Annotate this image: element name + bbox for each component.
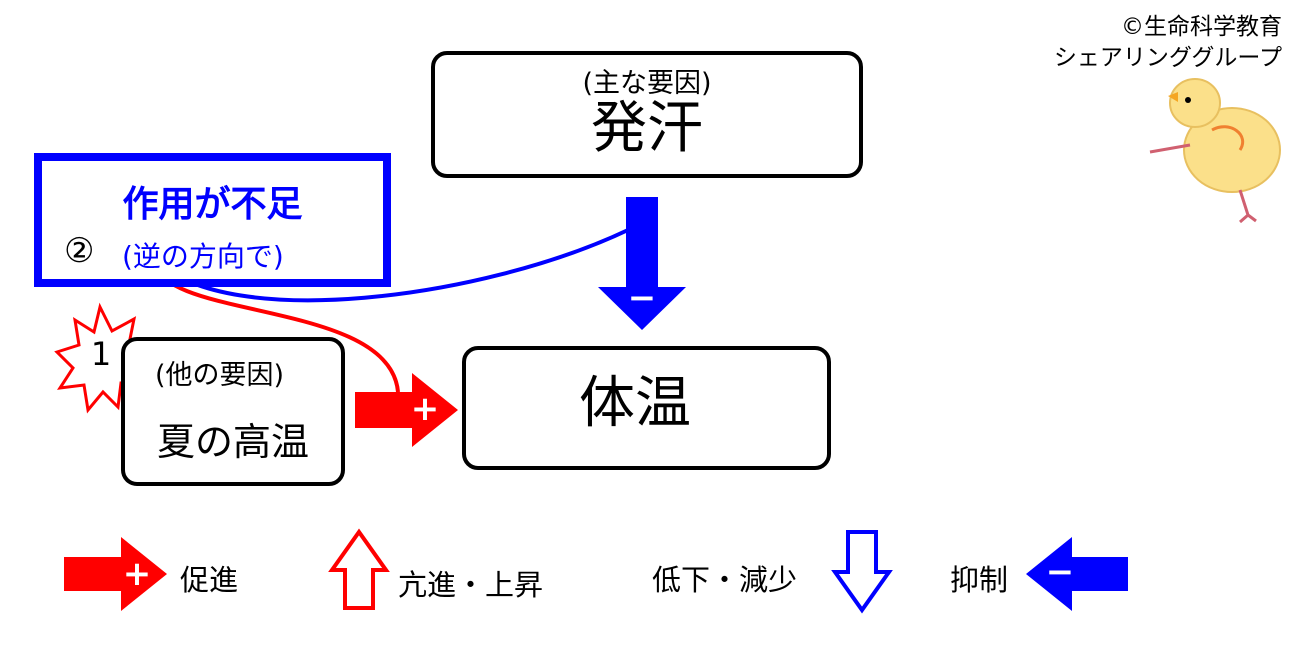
legend-increase-arrow (328, 528, 390, 610)
main-factor-caption: (主な要因) (582, 68, 712, 99)
insufficient-box: 作用が不足 ② (逆の方向で) (34, 153, 391, 287)
promote-arrow-main (355, 373, 458, 447)
promote-sign: + (410, 389, 440, 429)
legend-inhibit-label: 抑制 (950, 563, 1009, 597)
legend-decrease-arrow (831, 530, 893, 614)
inhibit-arrow-main (598, 197, 686, 330)
main-factor-box: (主な要因) 発汗 (431, 51, 863, 178)
credit: ©生命科学教育 シェアリンググループ (980, 12, 1282, 74)
legend-promote-label: 促進 (180, 563, 239, 597)
legend-decrease-label: 低下・減少 (652, 563, 798, 597)
legend-promote-arrow (64, 537, 167, 611)
chick-illustration (1149, 78, 1281, 224)
other-factor-caption: (他の要因) (155, 360, 285, 391)
starburst-number: 1 (90, 335, 112, 373)
body-temp-box: 体温 (462, 346, 831, 470)
legend-increase-label: 亢進・上昇 (398, 568, 544, 602)
insufficient-title: 作用が不足 (122, 184, 303, 225)
other-factor-label: 夏の高温 (156, 420, 309, 464)
credit-line-1: ©生命科学教育 (1121, 14, 1282, 40)
insufficient-number: ② (64, 231, 95, 271)
main-factor-label: 発汗 (591, 96, 703, 161)
legend-promote-sign: + (122, 554, 152, 594)
legend-inhibit-arrow (1026, 537, 1128, 611)
other-factor-box: (他の要因) 夏の高温 (121, 337, 345, 486)
credit-line-2: シェアリンググループ (1053, 45, 1282, 71)
legend-inhibit-sign: − (1045, 552, 1075, 592)
body-temp-label: 体温 (579, 371, 691, 436)
inhibit-sign: − (627, 278, 657, 318)
insufficient-note: (逆の方向で) (122, 240, 284, 273)
